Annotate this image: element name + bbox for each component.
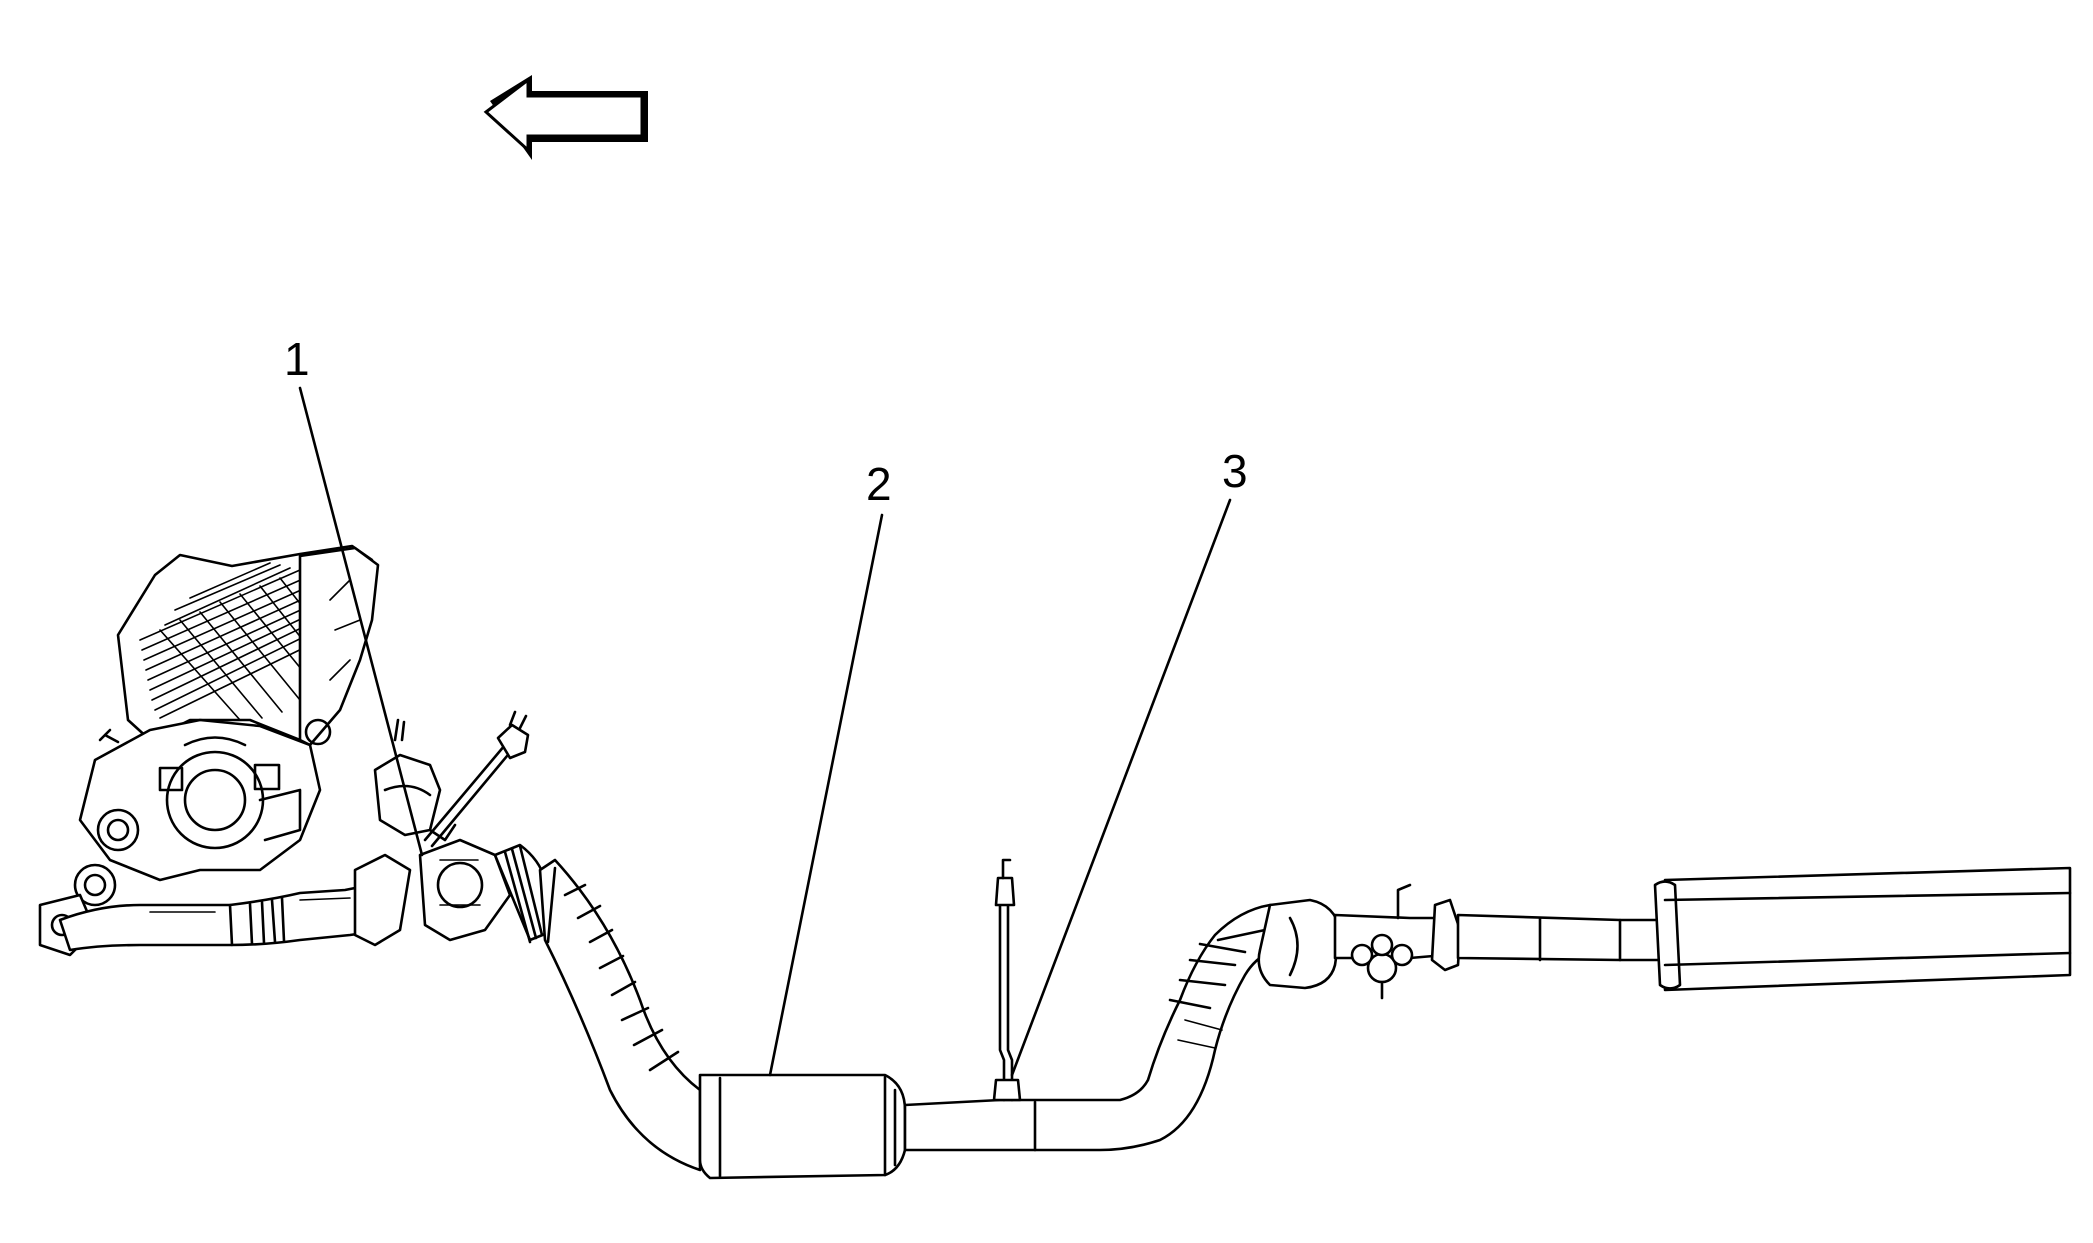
left-arrow-icon: [483, 75, 648, 160]
rear-oxygen-sensor: [992, 858, 1022, 1102]
catalytic-converter: [698, 1073, 907, 1180]
engine-assembly: [38, 544, 442, 957]
intercooler-fins: [139, 562, 336, 721]
rear-pipe: [1456, 913, 1667, 962]
callout-1: 1: [284, 333, 310, 385]
callout-2: 2: [866, 458, 892, 510]
callout-leaders: [298, 386, 1232, 1077]
flange-junction: [1257, 883, 1462, 1000]
downpipe: [493, 843, 702, 1172]
callout-3: 3: [1222, 445, 1248, 497]
front-oxygen-sensor: [353, 710, 530, 947]
muffler: [1653, 866, 2072, 992]
